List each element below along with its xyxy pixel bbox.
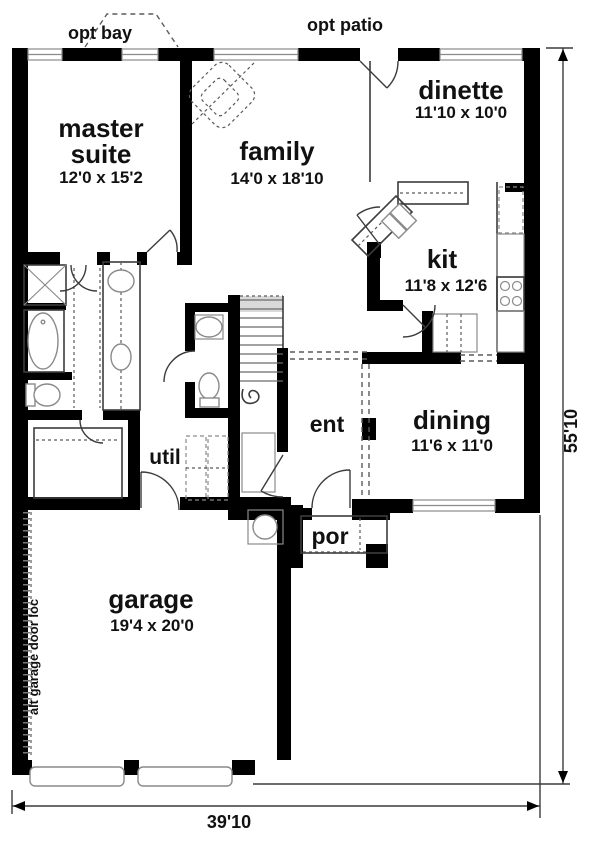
alt-garage-door-label: alt garage door loc [26, 599, 41, 715]
dining-dims: 11'6 x 11'0 [411, 436, 493, 455]
understair-closet [241, 432, 276, 493]
master-suite-dims: 12'0 x 15'2 [59, 168, 143, 187]
garage-front [23, 512, 233, 787]
sink-icon [107, 269, 135, 293]
depth-dimension-label: 55'10 [561, 409, 581, 453]
opt-bay-outline [84, 13, 179, 48]
porch-label: por [311, 523, 348, 549]
utility-label: util [149, 446, 181, 469]
opt-patio-label: opt patio [307, 15, 383, 35]
sink-icon [195, 316, 223, 338]
master-suite-label-1: master [58, 113, 143, 143]
half-bath [194, 314, 224, 408]
width-dimension-label: 39'10 [207, 812, 251, 832]
kitchen-dims: 11'8 x 12'6 [405, 276, 488, 295]
dining-label: dining [413, 405, 491, 435]
garage-door-icon [29, 766, 125, 787]
opt-bay-label: opt bay [68, 23, 132, 43]
optional-fireplace [188, 60, 257, 129]
master-bath [23, 261, 141, 411]
shower-icon [23, 264, 67, 306]
arch-openings [290, 351, 497, 497]
door-swings [59, 60, 436, 511]
water-heater-icon [252, 514, 278, 540]
family-dims: 14'0 x 18'10 [230, 169, 323, 188]
utility-room [185, 435, 229, 501]
master-closet [33, 427, 123, 499]
kitchen-sink-icon [380, 202, 418, 240]
dinette-label: dinette [418, 75, 503, 105]
bathtub-icon [27, 312, 59, 370]
exterior-walls [12, 48, 540, 775]
master-suite-label-2: suite [71, 139, 132, 169]
dinette-dims: 11'10 x 10'0 [415, 103, 507, 122]
staircase [240, 295, 284, 493]
garage-dims: 19'4 x 20'0 [110, 616, 194, 635]
sink-icon [110, 343, 132, 371]
garage-label: garage [108, 584, 193, 614]
pantry [432, 313, 478, 353]
dryer-icon [207, 435, 229, 501]
island-angled-counter [350, 194, 414, 258]
island-counter [397, 181, 469, 205]
toilet-icon [198, 372, 220, 400]
water-heater [247, 509, 284, 545]
dimension-lines [11, 47, 573, 818]
garage-door-icon [137, 766, 233, 787]
windows [27, 48, 523, 512]
entry-label: ent [310, 411, 345, 437]
family-label: family [239, 136, 315, 166]
kitchen-fixtures [350, 181, 525, 353]
kitchen-label: kit [427, 244, 458, 274]
porch [300, 515, 388, 554]
refrigerator-icon [498, 186, 524, 234]
